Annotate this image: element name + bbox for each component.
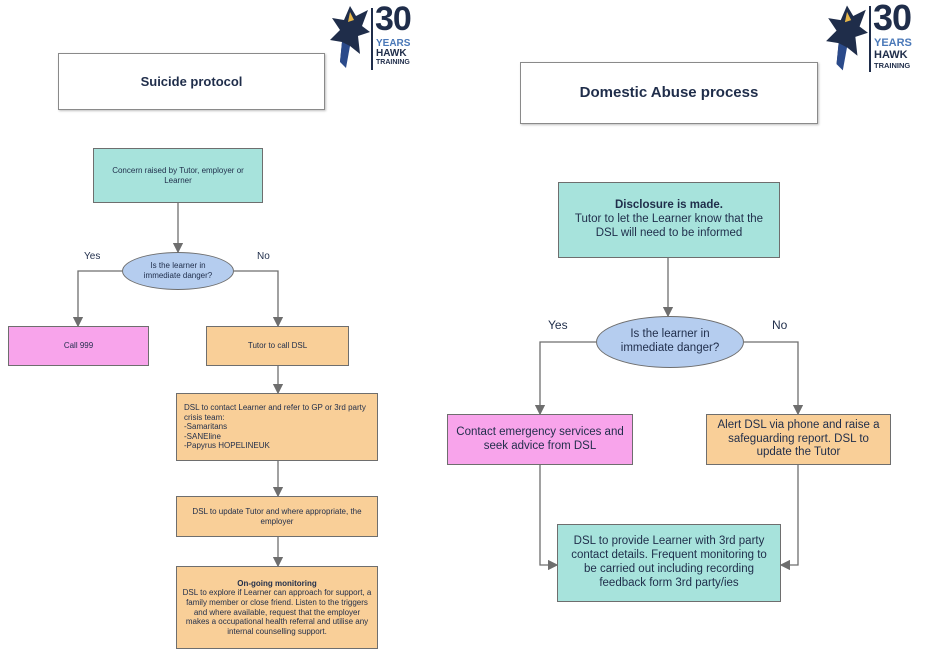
arrow-emergency-to-provide [539, 465, 559, 571]
provide-text: DSL to provide Learner with 3rd party co… [571, 535, 767, 589]
logo-number: 30 [375, 0, 412, 38]
dsl-contact-line: -Samaritans [184, 422, 228, 432]
disclosure-title: Disclosure is made. [614, 199, 724, 212]
arrow-question-yes-r [534, 341, 596, 416]
ongoing-title: On-going monitoring [237, 578, 317, 588]
ongoing-body: DSL to explore if Learner can approach f… [182, 588, 372, 636]
dsl-contact-line: -Papyrus HOPELINEUK [184, 441, 270, 451]
hawk-icon [826, 5, 868, 71]
hawk-logo-right: 30 YEARS HAWK TRAINING [824, 0, 927, 78]
logo-number: 30 [873, 0, 912, 38]
dsl-contact-line: -SANEline [184, 431, 221, 441]
dsl-update-box: DSL to update Tutor and where appropriat… [176, 496, 378, 537]
dsl-update-text: DSL to update Tutor and where appropriat… [192, 506, 362, 526]
danger-question-oval-r: Is the learner in immediate danger? [596, 316, 744, 368]
logo-training: TRAINING [376, 59, 410, 66]
yes-label: Yes [84, 251, 101, 262]
arrow-alert-to-provide [779, 465, 799, 571]
logo-divider [869, 6, 871, 72]
disclosure-box: Disclosure is made. Tutor to let the Lea… [558, 182, 780, 258]
suicide-title-box: Suicide protocol [58, 53, 325, 110]
dsl-contact-line: DSL to contact Learner and refer to GP o… [184, 403, 366, 422]
alert-text: Alert DSL via phone and raise a safeguar… [717, 418, 880, 459]
hawk-icon [330, 6, 370, 68]
disclosure-body: Tutor to let the Learner know that the D… [574, 213, 764, 239]
logo-divider [371, 8, 373, 70]
yes-label-r: Yes [548, 318, 568, 332]
logo-years: YEARS [376, 38, 411, 49]
no-label-r: No [772, 318, 788, 332]
question-text: Is the learner in immediate danger? [143, 261, 213, 280]
tutor-call-text: Tutor to call DSL [247, 341, 308, 351]
logo-training: TRAINING [874, 61, 911, 70]
hawk-logo-left: 30 YEARS HAWK TRAINING [328, 0, 423, 74]
arrow-question-no-r [744, 341, 804, 416]
domestic-title-box: Domestic Abuse process [520, 62, 818, 124]
provide-details-box: DSL to provide Learner with 3rd party co… [557, 524, 781, 602]
tutor-call-box: Tutor to call DSL [206, 326, 349, 366]
logo-hawk: HAWK [376, 48, 407, 59]
arrow-question-yes [72, 270, 122, 328]
page-title: Domestic Abuse process [579, 84, 759, 101]
call-999-box: Call 999 [8, 326, 149, 366]
concern-text: Concern raised by Tutor, employer or Lea… [112, 165, 244, 185]
danger-question-oval: Is the learner in immediate danger? [122, 252, 234, 290]
no-label: No [257, 251, 270, 262]
logo-years: YEARS [874, 37, 912, 49]
page-title: Suicide protocol [140, 73, 243, 89]
arrow-question-no [234, 270, 284, 328]
alert-dsl-box: Alert DSL via phone and raise a safeguar… [706, 414, 891, 465]
concern-box: Concern raised by Tutor, employer or Lea… [93, 148, 263, 203]
ongoing-monitoring-box: On-going monitoring DSL to explore if Le… [176, 566, 378, 649]
emergency-text: Contact emergency services and seek advi… [456, 425, 624, 452]
logo-hawk: HAWK [874, 49, 908, 61]
dsl-contact-box: DSL to contact Learner and refer to GP o… [176, 393, 378, 461]
emergency-box: Contact emergency services and seek advi… [447, 414, 633, 465]
call-999-text: Call 999 [63, 341, 94, 351]
question-text-r: Is the learner in immediate danger? [620, 328, 720, 354]
